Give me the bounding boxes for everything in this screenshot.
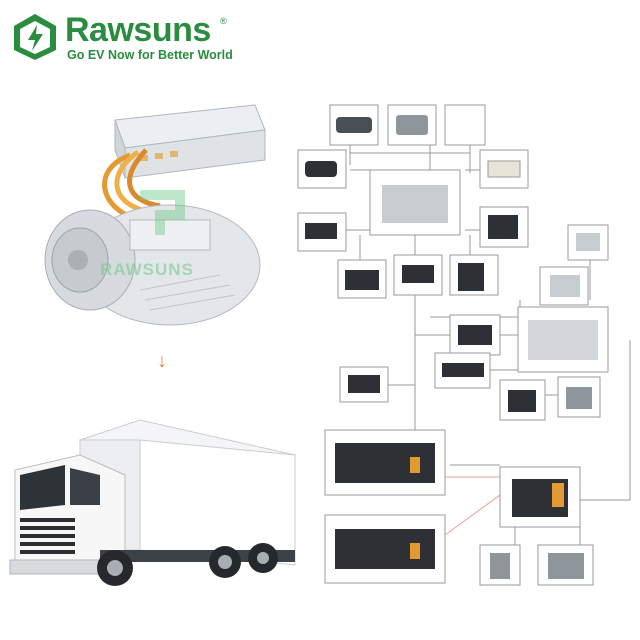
ev-system-component-diagram	[297, 104, 631, 586]
rawsuns-logo-icon	[14, 14, 56, 60]
brand-name: Rawsuns	[65, 11, 211, 49]
arrow-down-icon: ↓	[157, 350, 167, 372]
brand-logo: Rawsuns ® Go EV Now for Better World	[10, 10, 240, 70]
electric-box-truck-icon	[9, 419, 297, 586]
registered-mark: ®	[220, 16, 227, 26]
electric-motor-controller-icon	[44, 104, 266, 326]
brand-tagline: Go EV Now for Better World	[67, 48, 233, 62]
brand-watermark: RAWSUNS	[100, 260, 194, 279]
